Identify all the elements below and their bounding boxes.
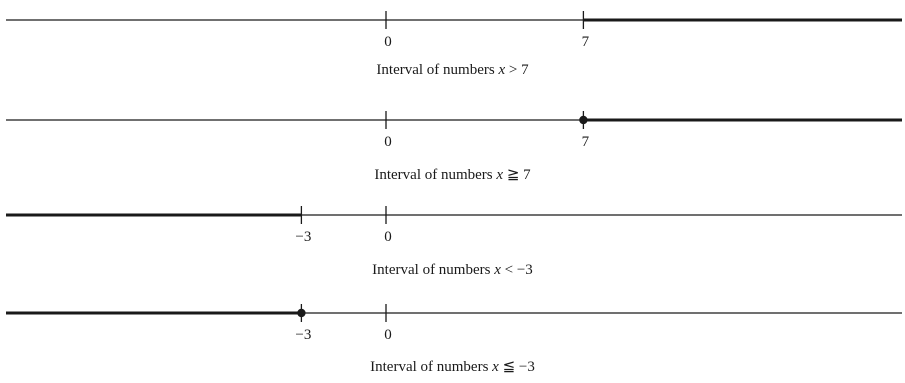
caption-1-var: x [498,62,506,78]
number-line-2-endpoint-dot [579,115,588,125]
caption-4: Interval of numbers x ≦ −3 [0,357,905,376]
number-line-1-tick-label-2: 7 [582,34,590,50]
caption-3-relation: < −3 [500,262,533,278]
caption-4-var: x [492,359,499,375]
number-line-4-tick-label-2: 0 [384,327,392,343]
caption-3: Interval of numbers x < −3 [0,262,905,279]
caption-3-text: Interval of numbers [372,262,495,278]
caption-4-text: Interval of numbers [370,359,493,375]
caption-4-relation: ≦ −3 [498,359,535,375]
caption-1: Interval of numbers x > 7 [0,62,905,79]
number-line-4-tick-label-1: −3 [295,327,311,343]
caption-3-var: x [494,262,501,278]
caption-2-var: x [496,167,504,183]
caption-2-relation: ≧ 7 [503,167,531,183]
caption-2-text: Interval of numbers [374,167,497,183]
caption-1-relation: > 7 [505,62,529,78]
number-line-3-tick-label-2: 0 [384,229,392,245]
number-line-2-tick-label-2: 7 [582,134,590,150]
number-line-3-tick-label-1: −3 [295,229,311,245]
number-line-2-tick-label-1: 0 [384,134,392,150]
caption-1-text: Interval of numbers [376,62,499,78]
caption-2: Interval of numbers x ≧ 7 [0,165,905,184]
number-line-4-endpoint-dot [297,308,306,318]
number-line-1-tick-label-1: 0 [384,34,392,50]
